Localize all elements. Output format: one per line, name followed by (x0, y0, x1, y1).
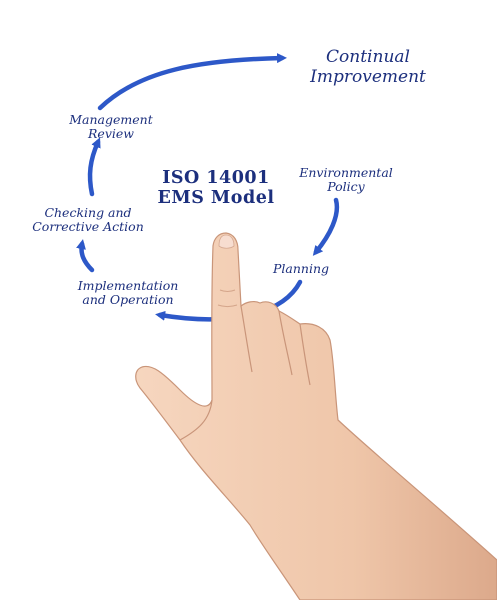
title-line-2: EMS Model (157, 188, 275, 209)
step-environmental-policy: Environmental Policy (299, 165, 393, 195)
arrow-checking-to-review (87, 137, 101, 197)
title-line-1: ISO 14001 (162, 168, 270, 188)
pointing-hand (135, 232, 497, 601)
arrow-implementation-to-checking (76, 239, 95, 273)
continual-improvement-label: Continual Improvement (310, 47, 426, 87)
arrow-policy-to-planning (312, 197, 340, 256)
step-planning: Planning (272, 261, 329, 276)
step-implementation-operation: Implementation and Operation (77, 278, 179, 308)
arrow-review-to-improvement (97, 53, 287, 111)
diagram-title: ISO 14001 EMS Model (148, 168, 284, 208)
hand-shape (135, 232, 497, 601)
step-management-review: Management Review (69, 112, 153, 142)
fingernail (218, 234, 235, 249)
step-checking-corrective-action: Checking and Corrective Action (32, 205, 144, 235)
